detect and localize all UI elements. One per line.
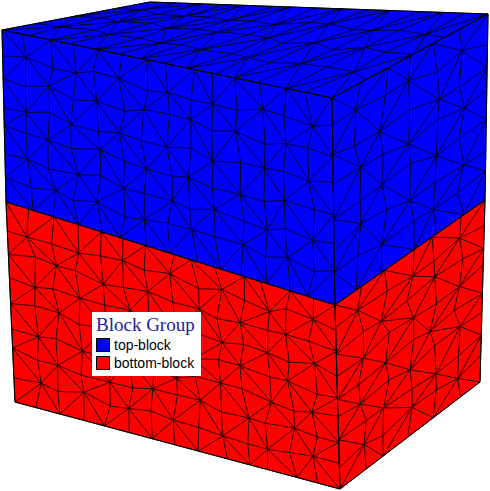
mesh-lines <box>6 202 340 489</box>
legend-swatch <box>96 338 110 352</box>
legend-swatch <box>96 356 110 370</box>
front-bottom-face <box>6 202 340 489</box>
legend-text: bottom-block <box>114 355 194 371</box>
legend-title: Block Group <box>96 314 195 336</box>
legend-text: top-block <box>114 337 171 353</box>
legend-row: bottom-block <box>96 354 195 372</box>
legend-row: top-block <box>96 336 195 354</box>
mesh-lines <box>335 200 485 489</box>
legend-box: Block Grouptop-block bottom-block <box>92 312 201 376</box>
right-bottom-face <box>335 200 485 489</box>
